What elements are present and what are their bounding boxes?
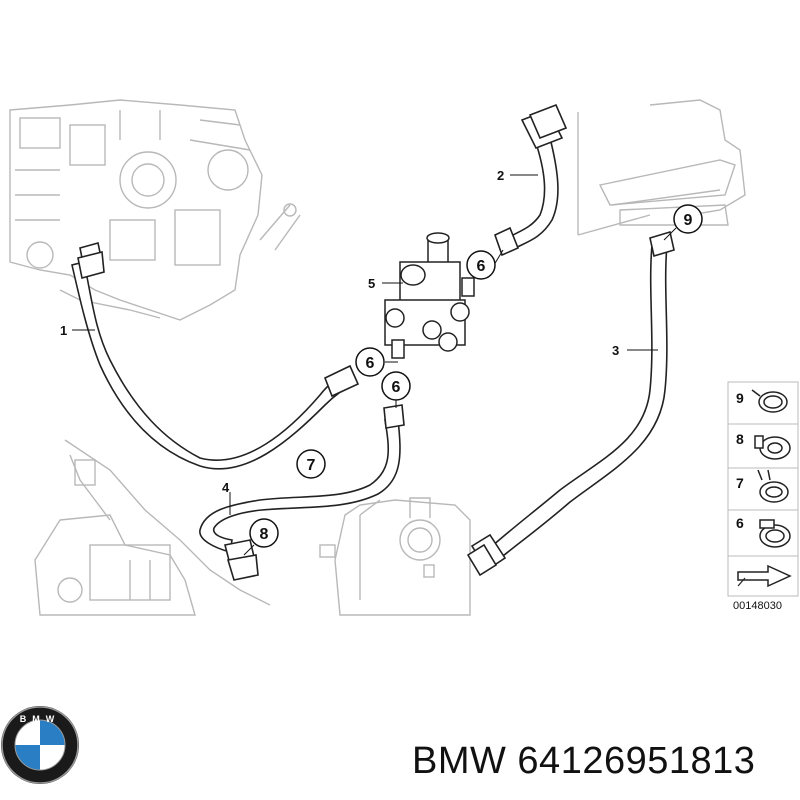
circled-callout-6-bottom: 6 — [381, 371, 411, 401]
circled-callout-label: 8 — [260, 526, 269, 543]
circled-callout-7: 7 — [296, 449, 326, 479]
callout-3: 3 — [612, 343, 619, 358]
hose-2 — [494, 103, 568, 257]
legend-item-9: 9 — [736, 389, 788, 413]
clamp-wire-icon — [751, 389, 788, 413]
clamp-screw-icon — [759, 519, 791, 548]
hose-3 — [466, 230, 675, 577]
circled-callout-6-left: 6 — [355, 347, 385, 377]
clamp-band-icon — [754, 435, 791, 460]
circled-callout-label: 6 — [392, 379, 401, 396]
legend-label: 7 — [736, 475, 744, 491]
circled-callout-label: 6 — [477, 258, 486, 275]
hose-1 — [71, 242, 360, 470]
legend-label: 6 — [736, 515, 744, 531]
arrow-icon — [737, 564, 792, 588]
part-caption: BMW 64126951813 — [412, 740, 756, 782]
legend-item-6: 6 — [736, 515, 791, 548]
engine-block-drawing — [9, 99, 301, 321]
callout-4: 4 — [222, 480, 230, 495]
callout-5: 5 — [368, 276, 375, 291]
bmw-logo-letters: BMW — [20, 714, 61, 724]
legend-item-7: 7 — [736, 469, 789, 503]
legend-label: 9 — [736, 390, 744, 406]
expansion-tank-drawing — [319, 497, 471, 616]
circled-callout-9: 9 — [673, 204, 703, 234]
circled-callout-6-top: 6 — [466, 250, 496, 280]
transmission-drawing — [34, 439, 271, 616]
callout-labels: 1 2 3 4 5 — [60, 168, 619, 495]
leader-lines — [72, 174, 677, 556]
coolant-valve — [384, 232, 475, 359]
circled-callout-label: 6 — [366, 355, 375, 372]
callout-2: 2 — [497, 168, 504, 183]
bmw-logo: BMW — [1, 706, 79, 784]
circled-callout-label: 9 — [684, 212, 693, 229]
drawing-code: 00148030 — [733, 600, 782, 612]
clamp-legend: 9 8 7 6 — [727, 381, 799, 612]
circled-callouts: 6 6 6 7 8 9 — [249, 204, 703, 548]
legend-item-8: 8 — [736, 431, 791, 460]
legend-label: 8 — [736, 431, 744, 447]
body-pipes-drawing — [577, 99, 746, 236]
circled-callout-label: 7 — [307, 457, 316, 474]
callout-1: 1 — [60, 323, 67, 338]
circled-callout-8: 8 — [249, 518, 279, 548]
clamp-spring-icon — [757, 469, 789, 503]
